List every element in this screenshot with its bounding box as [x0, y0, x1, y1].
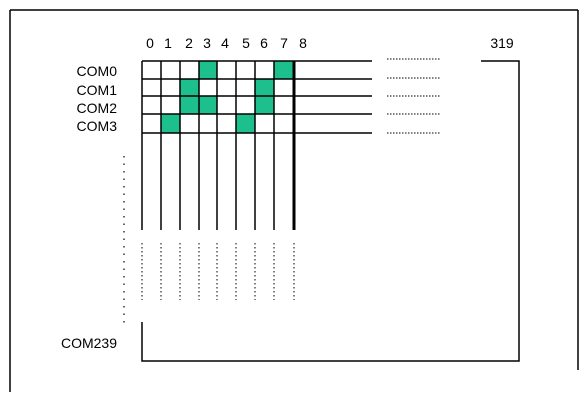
- row-label-com2: COM2: [77, 100, 118, 116]
- row-label-com0: COM0: [77, 63, 118, 79]
- lit-pixel-com3-seg5: [236, 114, 255, 133]
- column-label-6: 6: [260, 35, 268, 51]
- lit-pixel-com0-seg7: [274, 61, 294, 79]
- panel-boundary: [141, 60, 520, 362]
- lit-pixel-com1-seg6: [255, 79, 274, 96]
- lit-pixel-com2-seg3: [199, 96, 217, 114]
- row-label-last: COM239: [61, 335, 117, 351]
- com-lines-continuation: [387, 58, 440, 134]
- column-label-2: 2: [185, 35, 193, 51]
- lit-pixel-com3-seg1: [161, 114, 180, 133]
- lit-pixels: [161, 61, 294, 133]
- row-label-com3: COM3: [77, 118, 118, 134]
- column-label-3: 3: [203, 35, 211, 51]
- lit-pixel-com0-seg3: [199, 61, 217, 79]
- outer-frame: [9, 9, 579, 392]
- pixel-grid: [141, 60, 372, 230]
- lit-pixel-com2-seg6: [255, 96, 274, 114]
- column-label-5: 5: [242, 35, 250, 51]
- row-labels: COM0 COM1 COM2 COM3 COM239: [61, 63, 117, 351]
- column-label-7: 7: [280, 35, 288, 51]
- row-label-com1: COM1: [77, 82, 118, 98]
- column-labels: 0 1 2 3 4 5 6 7 8 319: [146, 35, 514, 51]
- last-column-and-row-outline: [141, 60, 520, 362]
- column-label-1: 1: [164, 35, 172, 51]
- seg-lines-continuation: [141, 243, 295, 300]
- lit-pixel-com2-seg2: [180, 96, 199, 114]
- lit-pixel-com1-seg2: [180, 79, 199, 96]
- column-label-4: 4: [221, 35, 229, 51]
- column-label-0: 0: [146, 35, 154, 51]
- column-label-last: 319: [490, 35, 514, 51]
- column-label-8: 8: [299, 35, 307, 51]
